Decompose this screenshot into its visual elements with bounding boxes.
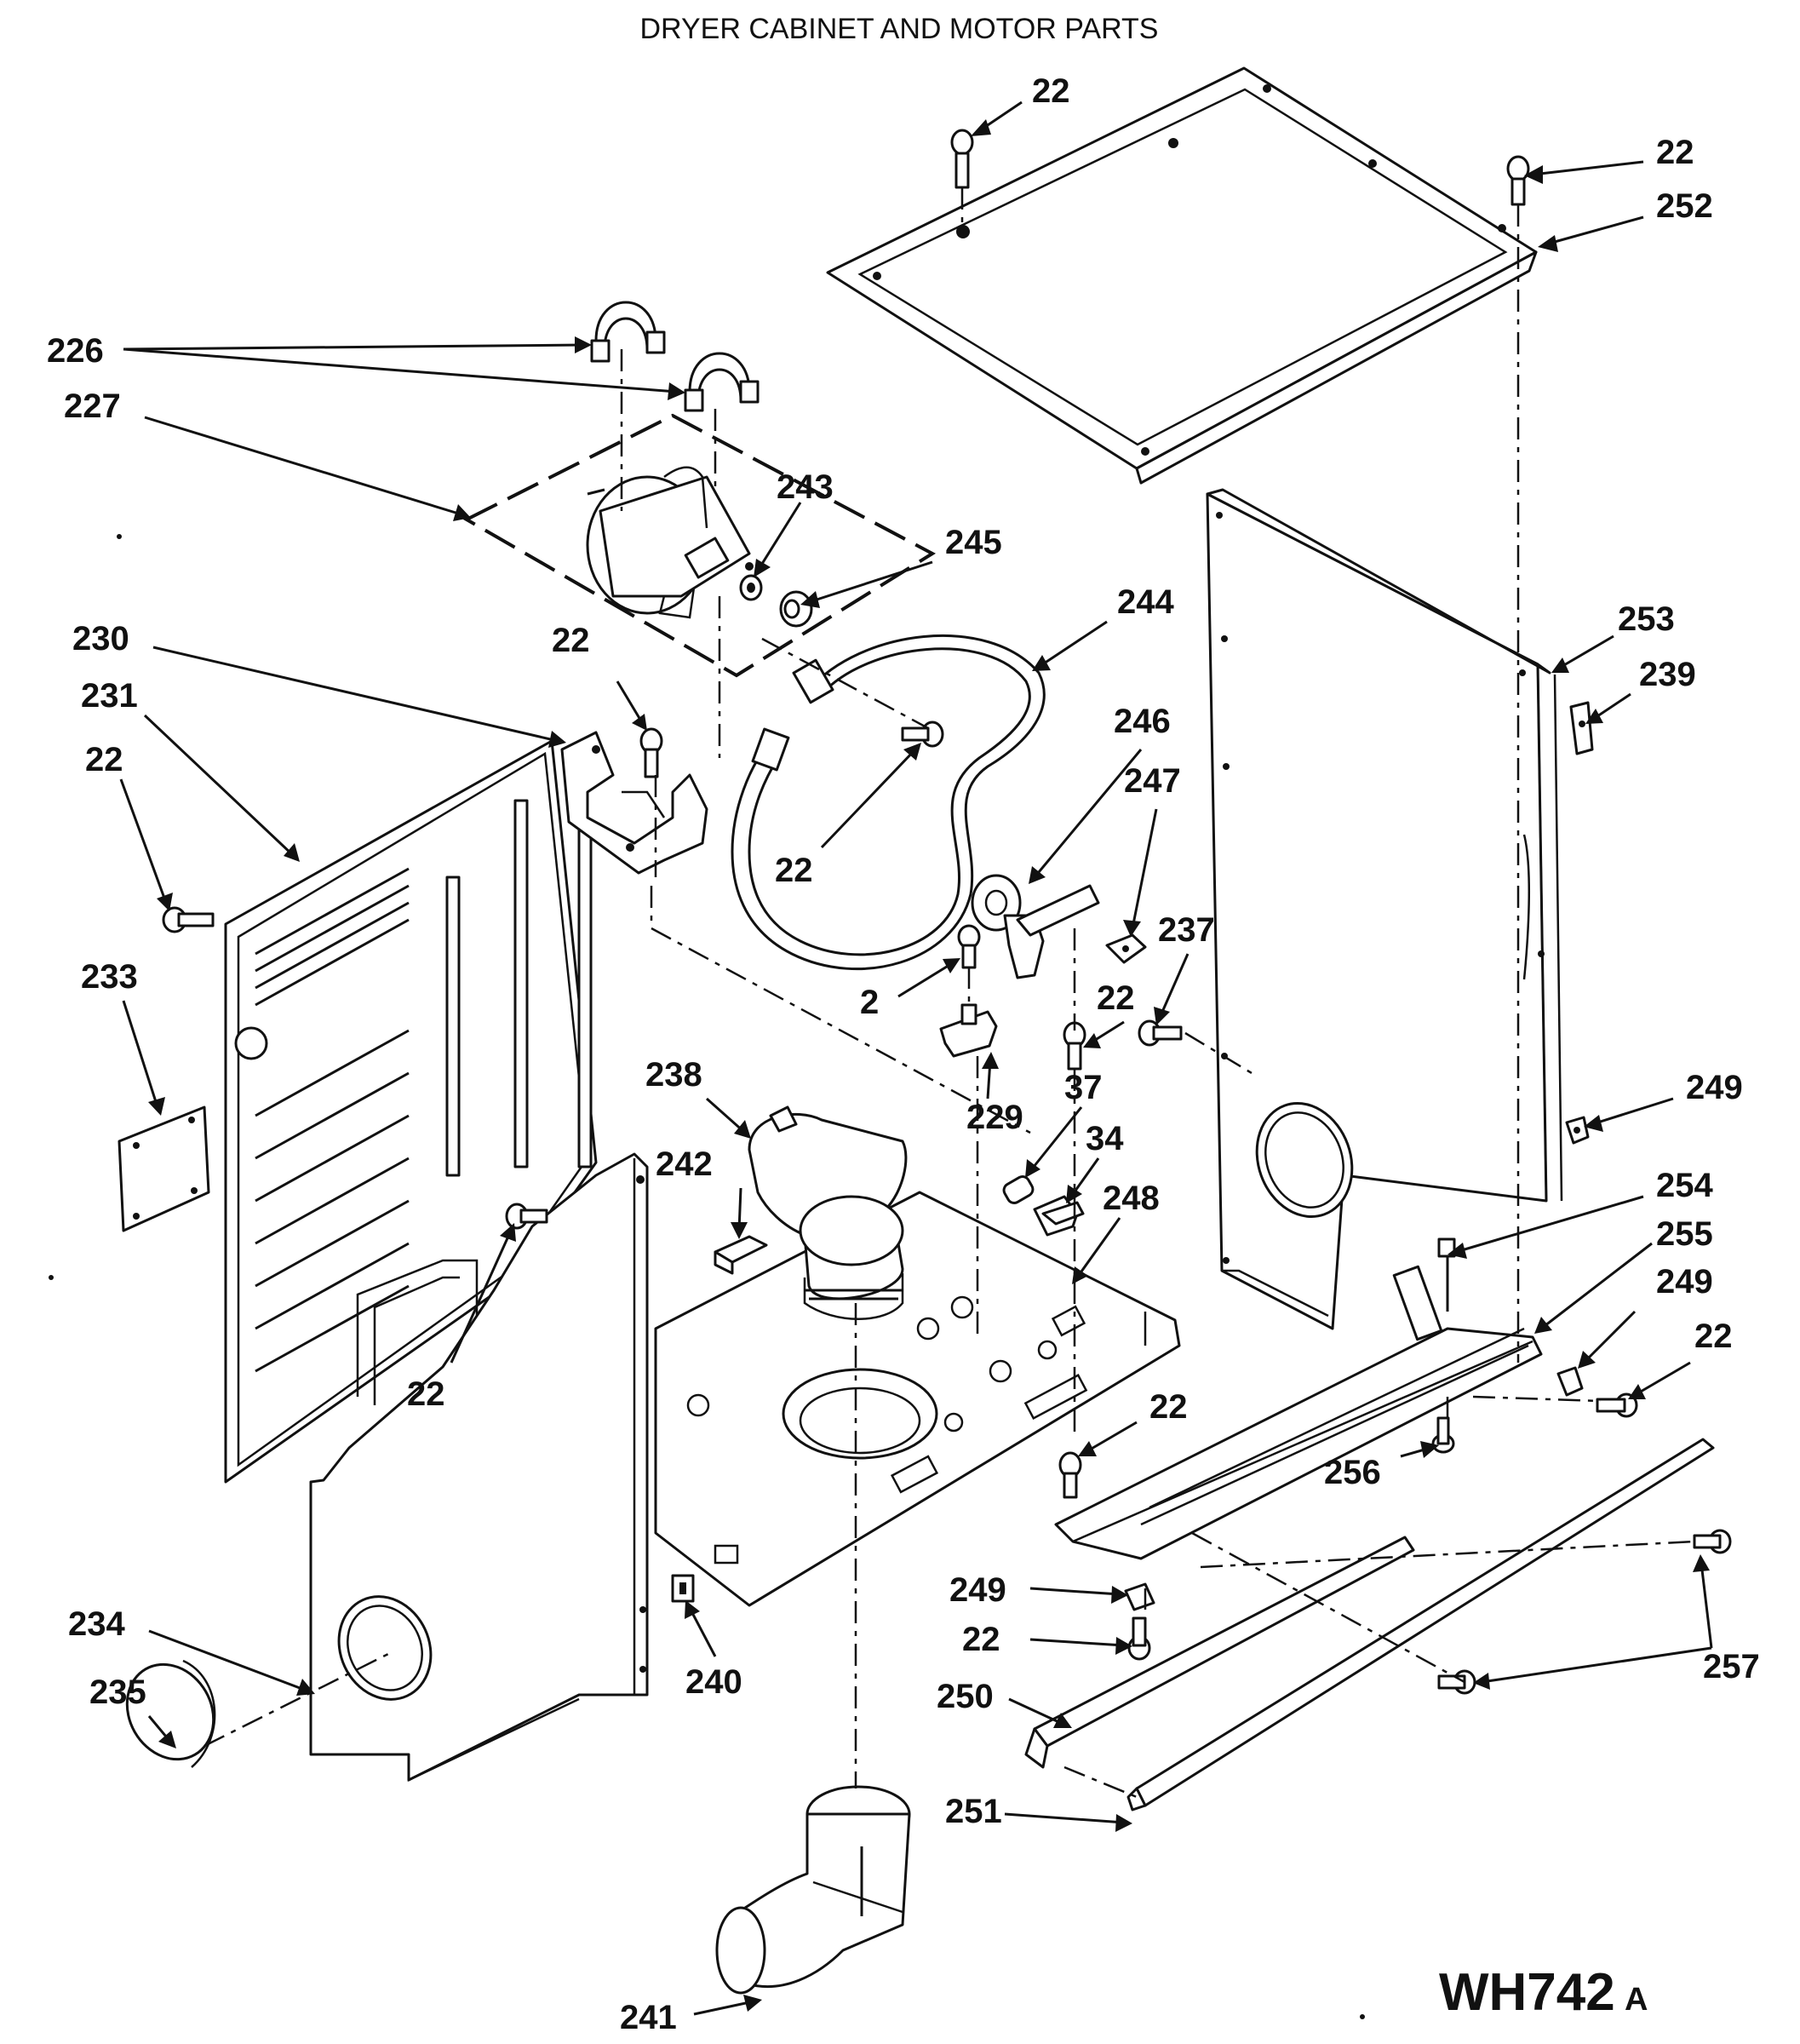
callout-235: 235 — [89, 1674, 146, 1711]
callout-256: 256 — [1324, 1454, 1381, 1491]
fuse-holder — [1002, 1175, 1035, 1204]
screw-22-right — [1596, 1392, 1638, 1418]
front-panel — [309, 1152, 649, 1782]
thermal-fuse — [1033, 1195, 1085, 1237]
callout-249: 249 — [949, 1571, 1006, 1609]
screw-22-bracket — [639, 727, 663, 778]
front-clip — [671, 1574, 695, 1603]
callout-252: 252 — [1656, 187, 1713, 225]
callout-249: 249 — [1656, 1263, 1713, 1300]
motor-assembly — [462, 413, 937, 678]
callout-labels: 22 22 252 226 227 243 245 244 230 231 22… — [47, 72, 1760, 2036]
alignment-lines — [204, 187, 1695, 1799]
screw-22-rear — [505, 1203, 548, 1230]
callout-233: 233 — [81, 958, 138, 996]
bottom-rail — [1024, 1536, 1415, 1769]
diagram-title: DRYER CABINET AND MOTOR PARTS — [640, 13, 1159, 45]
screw-237 — [1138, 1019, 1183, 1047]
screw-22-top — [950, 129, 974, 189]
motor-pulley — [779, 590, 813, 628]
callout-248: 248 — [1103, 1180, 1160, 1217]
callout-22: 22 — [962, 1621, 1000, 1658]
callout-255: 255 — [1656, 1215, 1713, 1253]
blower-housing — [748, 1105, 908, 1320]
rear-panel — [224, 739, 598, 1484]
side-clip — [1569, 701, 1594, 755]
exhaust-duct — [715, 1785, 911, 1995]
bottom-strip — [1126, 1438, 1715, 1811]
callout-229: 229 — [966, 1099, 1023, 1136]
callout-37: 37 — [1064, 1069, 1103, 1106]
leader-arrows — [119, 100, 1713, 2016]
motor-washer — [739, 574, 763, 601]
callout-238: 238 — [645, 1056, 702, 1094]
callout-249: 249 — [1686, 1069, 1743, 1106]
callout-257: 257 — [1703, 1648, 1760, 1685]
callout-243: 243 — [777, 468, 834, 506]
screw-22-topright — [1506, 155, 1530, 206]
callout-2: 2 — [860, 984, 879, 1021]
callout-234: 234 — [68, 1605, 125, 1643]
callout-254: 254 — [1656, 1167, 1713, 1204]
base-pan — [654, 1191, 1181, 1607]
top-panel — [826, 66, 1538, 485]
blower-clip — [714, 1235, 768, 1275]
callout-22: 22 — [552, 622, 590, 659]
diagram-code-suffix: A — [1625, 1982, 1648, 2018]
callout-251: 251 — [945, 1793, 1002, 1830]
side-panel — [1206, 488, 1563, 1330]
motor-bracket — [560, 731, 708, 875]
access-cover — [118, 1105, 210, 1232]
door-switch — [939, 1003, 998, 1058]
callout-22: 22 — [1149, 1388, 1188, 1426]
toe-kick-panel — [1054, 1237, 1543, 1560]
callout-227: 227 — [64, 388, 121, 425]
callout-22: 22 — [1097, 979, 1135, 1017]
motor-clip-1 — [590, 301, 666, 363]
callout-242: 242 — [656, 1145, 713, 1183]
callout-22: 22 — [1032, 72, 1070, 110]
screw-256 — [1431, 1416, 1455, 1454]
callout-22: 22 — [407, 1375, 445, 1413]
screw-22-left — [162, 906, 215, 933]
callout-240: 240 — [685, 1663, 742, 1701]
motor-clip-2 — [684, 352, 760, 412]
screw-257-a — [1693, 1529, 1732, 1554]
nut-249-low — [1124, 1582, 1155, 1611]
callout-231: 231 — [81, 677, 138, 715]
heater-element — [1140, 1327, 1529, 1526]
callout-22: 22 — [1656, 134, 1694, 171]
idler-pulley — [971, 874, 1100, 979]
callout-241: 241 — [620, 1999, 677, 2036]
callout-22: 22 — [85, 741, 123, 778]
callout-226: 226 — [47, 332, 104, 370]
callout-230: 230 — [72, 620, 129, 657]
callout-253: 253 — [1618, 600, 1675, 638]
scan-dot — [1360, 2014, 1365, 2019]
diagram-code: WH742 — [1439, 1963, 1615, 2022]
front-cap — [125, 1659, 216, 1768]
callout-245: 245 — [945, 524, 1002, 561]
screw-22-base — [1058, 1451, 1082, 1499]
callout-247: 247 — [1124, 762, 1181, 800]
callout-22: 22 — [775, 852, 813, 889]
callout-250: 250 — [937, 1678, 994, 1715]
idler-bracket — [1105, 933, 1147, 964]
side-nut-upper — [1565, 1116, 1590, 1145]
callout-239: 239 — [1639, 656, 1696, 693]
callout-246: 246 — [1114, 703, 1171, 740]
callout-22: 22 — [1694, 1318, 1733, 1355]
nut-249-right — [1556, 1366, 1584, 1397]
scan-dot — [49, 1275, 54, 1280]
callout-237: 237 — [1158, 911, 1215, 949]
callout-34: 34 — [1086, 1120, 1124, 1157]
callout-244: 244 — [1117, 583, 1174, 621]
screw-2 — [957, 924, 981, 969]
screw-257-b — [1437, 1669, 1476, 1695]
drive-belt — [731, 634, 1046, 971]
screw-22-low — [1127, 1616, 1151, 1661]
scan-dot — [117, 534, 122, 539]
